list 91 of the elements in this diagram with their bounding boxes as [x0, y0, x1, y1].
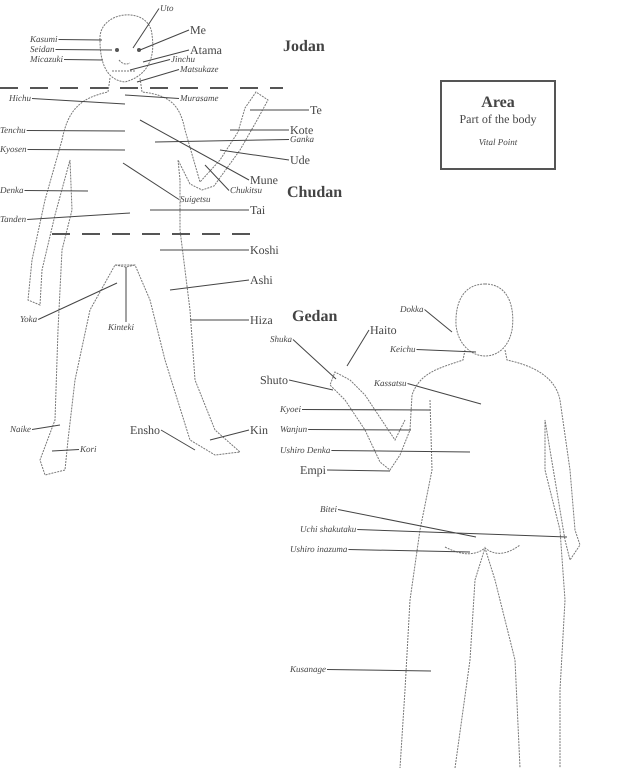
leader-line — [220, 150, 290, 160]
zone-label: Chudan — [287, 184, 342, 202]
leader-line — [27, 149, 126, 150]
leader-line — [326, 470, 390, 472]
body-part-label: Ude — [290, 154, 310, 166]
leader-line — [154, 139, 290, 142]
body-part-label: Haito — [370, 324, 397, 336]
vital-point-label: Ganka — [290, 135, 314, 144]
leader-line — [122, 162, 180, 200]
leader-line — [326, 669, 432, 672]
leader-line — [26, 212, 130, 220]
leader-line — [346, 330, 370, 366]
leader-line — [330, 450, 470, 452]
leader-line — [302, 409, 430, 410]
vital-point-label: Tanden — [0, 215, 26, 224]
vital-point-label: Keichu — [390, 345, 416, 354]
vital-point-label: Bitei — [320, 505, 337, 514]
vital-point-label: Suigetsu — [180, 195, 210, 204]
leader-line — [160, 430, 196, 450]
leader-line — [132, 8, 160, 48]
leader-line — [58, 39, 102, 40]
vital-point-label: Wanjun — [280, 425, 308, 434]
leader-line — [130, 59, 170, 70]
body-part-label: Atama — [190, 44, 222, 56]
leader-line — [288, 380, 334, 390]
zone-label: Jodan — [283, 38, 325, 56]
vital-point-label: Shuka — [270, 335, 292, 344]
vital-point-label: Kinteki — [108, 323, 134, 332]
leader-line — [38, 282, 118, 320]
body-part-label: Ensho — [130, 424, 160, 436]
vital-point-label: Kyosen — [0, 145, 26, 154]
leader-line — [55, 49, 112, 50]
vital-point-label: Naike — [10, 425, 31, 434]
vital-point-label: Kasumi — [30, 35, 58, 44]
vital-point-label: Denka — [0, 186, 24, 195]
vital-point-label: Micazuki — [30, 55, 63, 64]
body-part-label: Te — [310, 104, 322, 116]
leader-line — [136, 69, 180, 82]
leader-line — [338, 509, 476, 538]
vital-point-label: Dokka — [400, 305, 424, 314]
vital-point-label: Matsukaze — [180, 65, 218, 74]
vital-point-label: Uto — [160, 4, 174, 13]
leader-line — [292, 339, 336, 380]
vital-point-label: Seidan — [30, 45, 54, 54]
body-part-label: Ashi — [250, 274, 273, 286]
body-part-label: Mune — [250, 174, 278, 186]
leader-line — [204, 164, 230, 191]
leader-line — [416, 349, 476, 352]
key-heading: Area — [480, 94, 516, 112]
leader-line — [64, 59, 104, 60]
leader-line — [407, 383, 482, 404]
vital-point-label: Jinchu — [171, 55, 195, 64]
leader-line — [140, 120, 250, 180]
leader-line — [52, 449, 80, 452]
key-part-entry: Part of the body — [458, 112, 538, 127]
vital-point-label: Ushiro inazuma — [290, 545, 348, 554]
body-part-label: Kin — [250, 424, 268, 436]
vital-point-label: Murasame — [180, 94, 218, 103]
body-part-label: Tai — [250, 204, 266, 216]
leader-line — [140, 30, 190, 50]
leader-line — [170, 280, 250, 290]
leader-line — [308, 429, 412, 430]
leader-line — [124, 94, 180, 99]
leader-line — [24, 190, 88, 192]
leader-line — [424, 309, 452, 332]
vital-point-label: Kusanage — [290, 665, 326, 674]
body-part-label: Kote — [290, 124, 314, 136]
body-part-label: Hiza — [250, 314, 273, 326]
body-part-label: Me — [190, 24, 206, 36]
leader-line — [348, 549, 470, 552]
vital-point-label: Ushiro Denka — [280, 446, 330, 455]
zone-label: Gedan — [292, 308, 338, 326]
body-part-label: Koshi — [250, 244, 279, 256]
key-vital-entry: Vital Point — [478, 137, 518, 147]
vital-point-label: Tenchu — [0, 126, 26, 135]
vital-point-label: Yoka — [20, 315, 38, 324]
vital-point-label: Kori — [80, 445, 97, 454]
key-box — [440, 80, 556, 170]
body-part-label: Empi — [300, 464, 326, 476]
vital-point-label: Kyoei — [280, 405, 301, 414]
vital-point-label: Uchi shakutaku — [300, 525, 356, 534]
vital-point-label: Kassatsu — [374, 379, 407, 388]
vital-point-label: Hichu — [9, 94, 31, 103]
body-part-label: Shuto — [260, 374, 288, 386]
leader-line — [210, 430, 250, 440]
leader-line — [32, 424, 60, 430]
leader-line — [142, 50, 190, 62]
leader-line — [26, 130, 126, 132]
vital-point-label: Chukitsu — [230, 186, 262, 195]
leader-line — [356, 529, 568, 538]
leader-line — [32, 98, 126, 104]
